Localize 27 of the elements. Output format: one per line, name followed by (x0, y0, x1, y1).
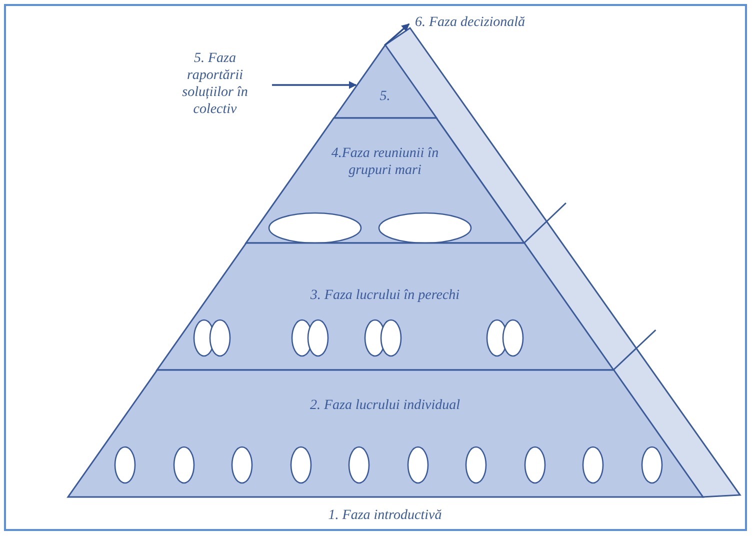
oval-mark (380, 319, 402, 357)
oval-mark (378, 212, 472, 244)
phase-label: 6. Faza decizională (415, 14, 615, 31)
tier-label: 2. Faza lucrului individual (308, 397, 462, 414)
tier-label: 4.Faza reuniunii în grupuri mari (330, 145, 440, 179)
oval-mark (465, 446, 487, 484)
pyramid-base-tier (68, 370, 702, 497)
oval-mark (502, 319, 524, 357)
oval-mark (208, 319, 231, 357)
oval-mark (306, 319, 329, 357)
oval-mark (524, 446, 546, 484)
oval-mark (348, 446, 370, 484)
pyramid-tier (156, 243, 614, 370)
oval-mark (290, 446, 312, 484)
phase-label: 5. Faza raportării soluțiilor în colectiv (165, 50, 265, 118)
arrow (272, 81, 357, 89)
tier-label: 3. Faza lucrului în perechi (309, 287, 461, 304)
arrow (384, 23, 410, 46)
phase-label: 1. Faza introductivă (327, 507, 443, 524)
oval-mark (231, 446, 253, 484)
oval-mark (640, 446, 662, 484)
oval-mark (172, 446, 194, 484)
oval-mark (114, 446, 136, 484)
oval-mark (406, 446, 428, 484)
oval-mark (582, 446, 604, 484)
tier-label: 5. (378, 88, 392, 105)
oval-mark (268, 212, 362, 244)
